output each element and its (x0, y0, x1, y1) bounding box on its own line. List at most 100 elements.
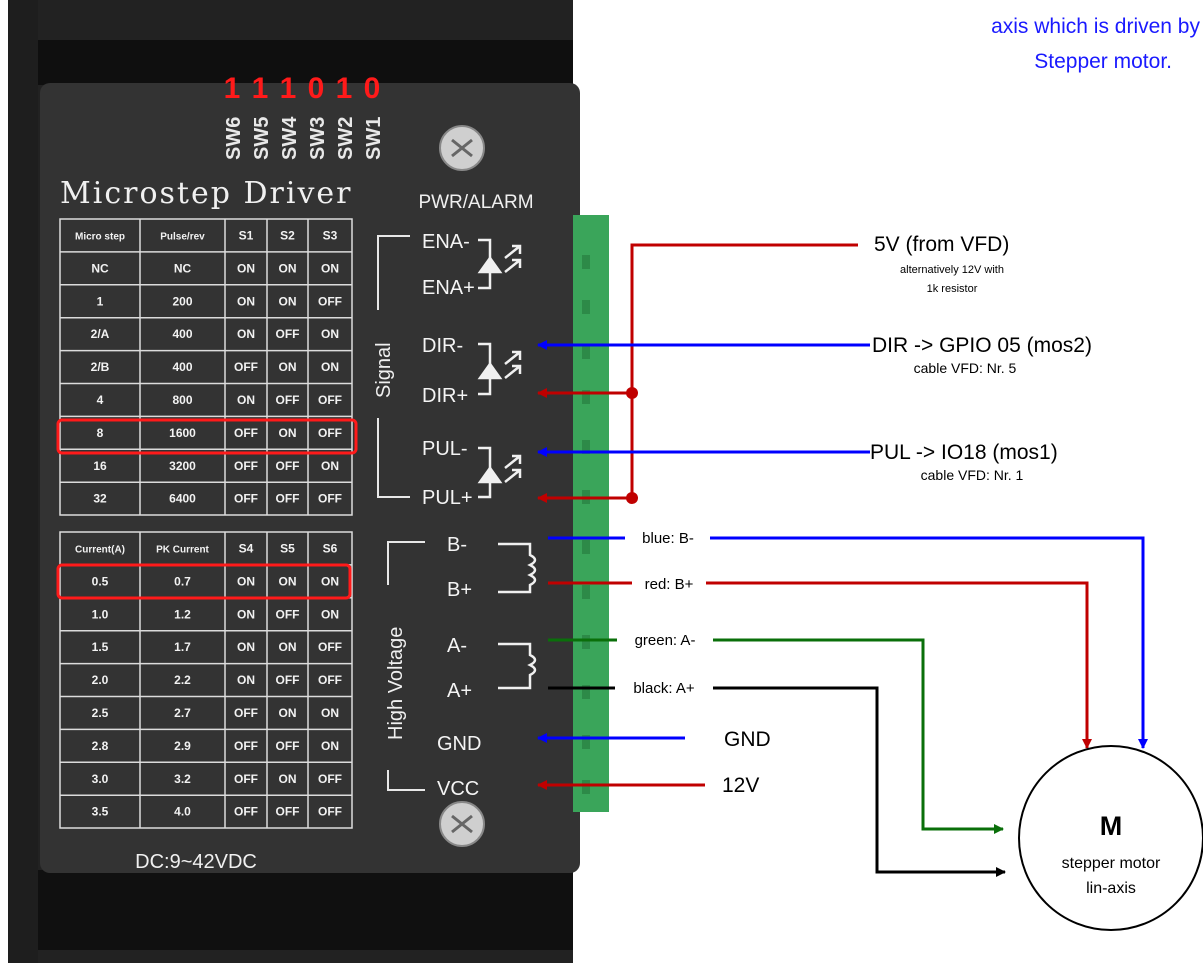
table-cell: ON (279, 426, 297, 440)
pin-gnd: GND (437, 733, 481, 755)
table-cell: ON (321, 574, 339, 588)
table-cell: OFF (234, 360, 258, 374)
table-cell: ON (237, 574, 255, 588)
table-cell: OFF (234, 706, 258, 720)
table-cell: 32 (93, 492, 107, 506)
table-cell: OFF (318, 492, 342, 506)
table-cell: 1.7 (174, 640, 191, 654)
table-cell: 400 (172, 327, 192, 341)
terminal-block-slots (582, 255, 590, 794)
switch-label-sw1: SW1 (363, 117, 385, 160)
table-cell: 1.0 (92, 607, 109, 621)
label-blue-wire: blue: B- (642, 530, 694, 547)
pin-labels: ENA- ENA+ DIR- DIR+ PUL- PUL+ B- B+ A- A… (422, 231, 481, 800)
corner-note-line2: axis which is driven by (991, 15, 1200, 38)
table-cell: 2/A (91, 327, 110, 341)
table-cell: OFF (234, 805, 258, 819)
table-cell: ON (321, 739, 339, 753)
wire-black-a-plus (548, 686, 1005, 872)
opto-ena-icon (477, 238, 522, 290)
table-cell: ON (279, 706, 297, 720)
table-cell: OFF (234, 426, 258, 440)
table-header-cell: S6 (323, 541, 338, 555)
table-header-cell: Pulse/rev (160, 231, 205, 242)
optocoupler-icons (477, 238, 522, 499)
table-cell: ON (237, 607, 255, 621)
table-cell: ON (321, 607, 339, 621)
label-black-wire: black: A+ (633, 680, 695, 697)
table-header-cell: Current(A) (75, 544, 125, 555)
wire-green-a-minus (548, 638, 1003, 829)
table-cell: OFF (318, 393, 342, 407)
table-cell: 4 (97, 393, 104, 407)
table-cell: OFF (318, 640, 342, 654)
table-cell: 16 (93, 459, 107, 473)
table-cell: 2.5 (92, 706, 109, 720)
switch-label-sw6: SW6 (223, 117, 245, 160)
junction-dir (626, 387, 638, 399)
coil-icons (498, 542, 537, 690)
table-cell: OFF (276, 393, 300, 407)
table-header-cell: PK Current (156, 544, 209, 555)
table-cell: ON (321, 360, 339, 374)
switch-state-sw5: 1 (252, 72, 269, 105)
table-cell: ON (237, 294, 255, 308)
junction-pul (626, 492, 638, 504)
switch-label-sw4: SW4 (279, 116, 301, 160)
table-cell: ON (279, 360, 297, 374)
table-cell: OFF (276, 805, 300, 819)
device-heatsink-bottom (38, 870, 573, 950)
motor-circle (1018, 745, 1203, 931)
table-cell: ON (237, 393, 255, 407)
table-cell: OFF (276, 327, 300, 341)
coil-b-icon (498, 542, 537, 594)
pin-dir-minus: DIR- (422, 335, 463, 357)
pin-a-minus: A- (447, 635, 467, 657)
pin-pul-minus: PUL- (422, 438, 468, 460)
high-voltage-bracket (387, 541, 425, 791)
table-header-cell: S4 (239, 541, 254, 555)
pwr-alarm-label: PWR/ALARM (418, 192, 533, 213)
table-cell: OFF (276, 607, 300, 621)
pin-a-plus: A+ (447, 680, 472, 702)
wire-5v (630, 243, 858, 498)
coil-a-icon (498, 642, 537, 690)
highlight-current-0-5 (56, 563, 352, 600)
table-cell: OFF (234, 739, 258, 753)
table-header-cell: S5 (280, 541, 295, 555)
table-cell: ON (237, 673, 255, 687)
table-cell: ON (321, 459, 339, 473)
device-heatsink-top (38, 40, 573, 85)
table-cell: 0.7 (174, 574, 191, 588)
table-header-cell: S3 (323, 228, 338, 242)
table-cell: ON (237, 327, 255, 341)
table-cell: ON (279, 574, 297, 588)
table-cell: OFF (318, 805, 342, 819)
wires (537, 243, 1143, 872)
table-cell: 3.0 (92, 772, 109, 786)
table-cell: ON (279, 261, 297, 275)
device-title: Microstep Driver (60, 176, 353, 211)
label-5v: 5V (from VFD) (874, 233, 1009, 256)
highlight-microstep-8 (56, 418, 358, 455)
table-cell: ON (237, 261, 255, 275)
table-cell: 400 (172, 360, 192, 374)
signal-label: Signal (373, 342, 395, 398)
table-cell: 2/B (91, 360, 110, 374)
label-gnd: GND (724, 728, 771, 751)
table-cell: OFF (276, 739, 300, 753)
opto-dir-icon (477, 342, 522, 396)
dip-switch-states: 1 1 1 0 1 0 (224, 72, 381, 105)
dc-voltage-label: DC:9~42VDC (135, 851, 257, 873)
pin-b-plus: B+ (447, 579, 472, 601)
microstep-table-grid (60, 219, 352, 516)
switch-state-sw4: 1 (280, 72, 297, 105)
table-cell: OFF (276, 673, 300, 687)
motor-symbol: M (1100, 811, 1123, 841)
table-cell: 3.5 (92, 805, 109, 819)
wire-blue-b-minus (548, 536, 1143, 748)
switch-state-sw2: 1 (336, 72, 353, 105)
